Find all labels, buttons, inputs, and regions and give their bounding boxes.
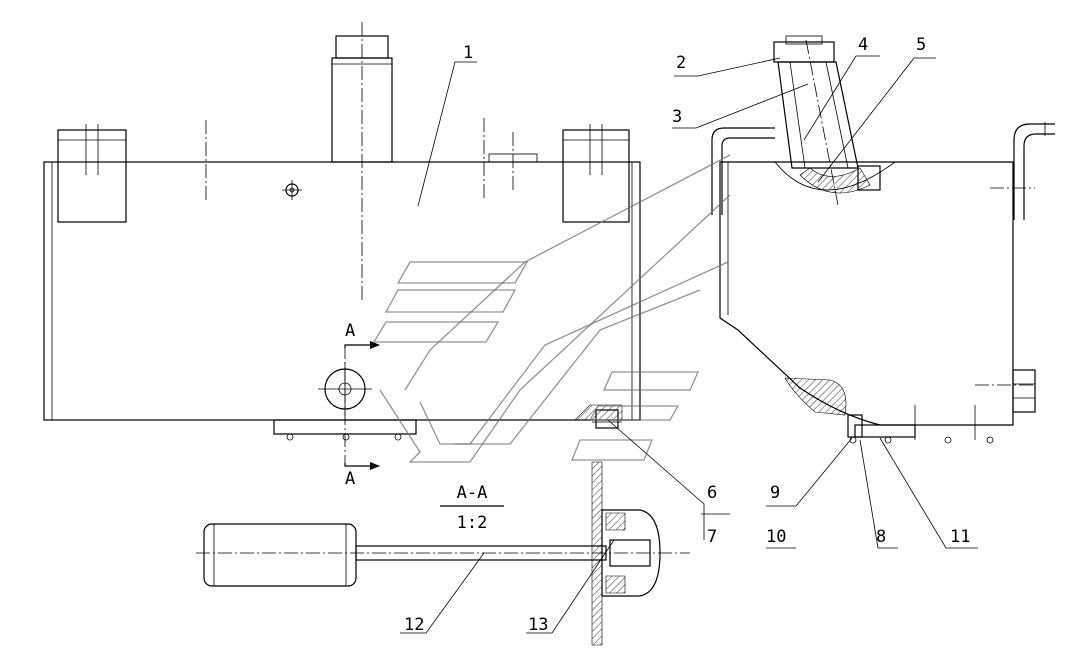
section-scale: 1:2	[457, 513, 488, 533]
callout-13-label: 13	[528, 615, 548, 635]
section-title: A-A	[457, 483, 488, 503]
callout-7: 7	[701, 513, 730, 547]
tank-front-view: A A	[43, 22, 641, 489]
callout-5: 5	[817, 35, 936, 183]
callout-4-label: 4	[858, 35, 868, 55]
section-a-a-view: A-A 1:2	[196, 461, 690, 646]
callout-12-label: 12	[404, 615, 424, 635]
tank-side-section	[711, 35, 1055, 444]
callout-11-label: 11	[950, 527, 970, 547]
callout-7-label: 7	[707, 527, 717, 547]
callout-8-label: 8	[876, 527, 886, 547]
section-mark-bottom: A	[345, 469, 355, 489]
callout-8: 8	[859, 439, 898, 549]
callout-4: 4	[803, 35, 880, 141]
callout-9-label: 9	[770, 483, 780, 503]
callout-10-label: 10	[766, 527, 786, 547]
callout-11: 11	[879, 437, 978, 549]
callout-2: 2	[674, 53, 781, 77]
section-mark-top: A	[345, 321, 355, 341]
callout-6-label: 6	[707, 483, 717, 503]
callout-1: 1	[417, 43, 477, 207]
callout-3-label: 3	[672, 107, 682, 127]
callout-6: 6	[607, 419, 717, 540]
callout-12: 12	[400, 552, 485, 635]
callout-10: 10	[766, 527, 796, 549]
callout-1-label: 1	[463, 43, 473, 63]
callout-9: 9	[766, 437, 853, 507]
callout-13: 13	[526, 539, 615, 635]
callout-2-label: 2	[676, 53, 686, 73]
callout-3: 3	[672, 83, 809, 129]
callout-5-label: 5	[916, 35, 926, 55]
watermark-logo	[372, 154, 731, 463]
